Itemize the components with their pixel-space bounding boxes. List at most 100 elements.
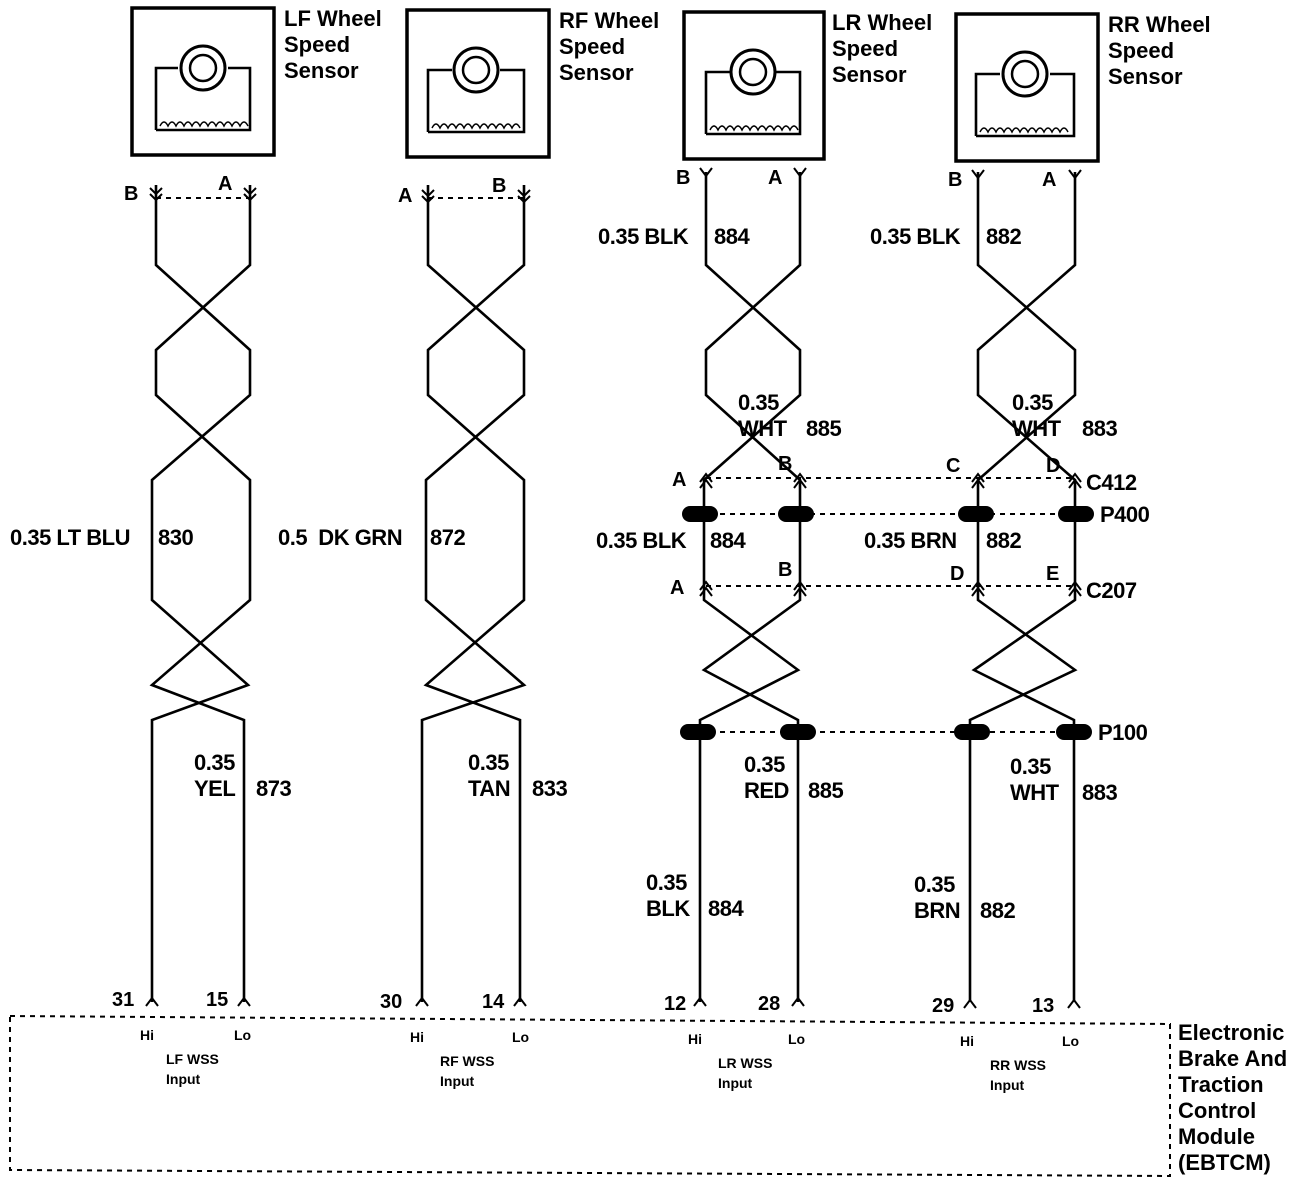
rr-wss-input-label-1: RR WSS [990, 1057, 1046, 1073]
lr-red-color: RED [744, 778, 789, 803]
c207-pin-a: A [670, 577, 684, 599]
rr-sensor-title-3: Sensor [1108, 64, 1183, 89]
rf-lo-circuit: 833 [532, 776, 567, 801]
rf-wire-lo [423, 185, 526, 1002]
lf-hi-pin: 31 [112, 989, 134, 1011]
rr-brn-color: BRN [914, 898, 960, 923]
terminal-chevrons [149, 167, 1082, 204]
lr-red-size: 0.35 [744, 752, 785, 777]
c207-pin-e: E [1046, 563, 1059, 585]
rr-wht-size: 0.35 [1012, 390, 1053, 415]
lr-wht-color: WHT [738, 416, 788, 441]
rf-lo-pin: 14 [482, 991, 505, 1013]
rf-lo-label: Lo [512, 1029, 529, 1045]
rr-sensor-title-1: RR Wheel [1108, 12, 1211, 37]
lr-wht-size: 0.35 [738, 390, 779, 415]
lr-mid-wire-label: 0.35 BLK [596, 528, 687, 553]
lr-sensor-title-3: Sensor [832, 62, 907, 87]
rr-wht2-size: 0.35 [1010, 754, 1051, 779]
ebtcm-name-3: Traction [1178, 1072, 1264, 1097]
c207-pin-d: D [950, 563, 964, 585]
lf-wire-hi [150, 185, 252, 1002]
rf-wire-hi [420, 185, 527, 1002]
rf-main-circuit: 872 [430, 525, 465, 550]
rf-hi-pin: 30 [380, 991, 402, 1013]
c412-pin-a: A [672, 469, 686, 491]
connector-p100: P100 [680, 720, 1148, 745]
lr-sensor-title-2: Speed [832, 36, 898, 61]
lf-lo-label: Lo [234, 1027, 251, 1043]
lr-terminal-b: B [676, 167, 690, 189]
rf-terminal-a: A [398, 185, 412, 207]
lr-wss-input-label-1: LR WSS [718, 1055, 772, 1071]
c207-label: C207 [1086, 578, 1137, 603]
rr-wht2-color: WHT [1010, 780, 1060, 805]
rf-sensor-title-2: Speed [559, 34, 625, 59]
rr-top-wire-label: 0.35 BLK [870, 224, 961, 249]
rf-main-wire-label: 0.5 DK GRN [278, 525, 402, 550]
rr-terminal-b: B [948, 169, 962, 191]
rr-wht2-circuit: 883 [1082, 780, 1117, 805]
c207-pin-b: B [778, 559, 792, 581]
lf-lo-circuit: 873 [256, 776, 291, 801]
lr-sensor-element-icon [704, 48, 802, 136]
lr-sensor-title-1: LR Wheel [832, 10, 932, 35]
lr-mid-circuit: 884 [710, 528, 746, 553]
lf-sensor: LF Wheel Speed Sensor [130, 6, 382, 157]
ebtcm-outline [9, 1014, 1171, 1178]
c412-label: C412 [1086, 470, 1137, 495]
lr-lo-pin: 28 [758, 993, 780, 1015]
rr-mid-circuit: 882 [986, 528, 1021, 553]
rr-sensor-title-2: Speed [1108, 38, 1174, 63]
rr-lo-pin: 13 [1032, 995, 1054, 1017]
c412-pin-c: C [946, 455, 960, 477]
rf-wss-input-label-2: Input [440, 1073, 475, 1089]
ebtcm-name-4: Control [1178, 1098, 1256, 1123]
p100-label: P100 [1098, 720, 1148, 745]
c412-pin-d: D [1046, 455, 1060, 477]
lf-wss-input-label-1: LF WSS [166, 1051, 219, 1067]
lf-lo-color: YEL [194, 776, 235, 801]
lr-hi-label: Hi [688, 1031, 702, 1047]
sensor-terminals: B A A B B A B A [124, 167, 1056, 207]
lr-blk-circuit: 884 [708, 896, 744, 921]
rf-hi-label: Hi [410, 1029, 424, 1045]
rf-sensor-element-icon [426, 46, 526, 134]
lr-wht-circuit: 885 [806, 416, 841, 441]
rr-hi-pin: 29 [932, 995, 954, 1017]
lf-hi-label: Hi [140, 1027, 154, 1043]
p400-label: P400 [1100, 502, 1150, 527]
lf-sensor-title-1: LF Wheel [284, 6, 382, 31]
rr-mid-wire-label: 0.35 BRN [864, 528, 957, 553]
lf-sensor-element-icon [154, 44, 252, 132]
lf-sensor-title-2: Speed [284, 32, 350, 57]
c412-pin-b: B [778, 453, 792, 475]
lf-terminal-a: A [218, 173, 232, 195]
rf-sensor-title-3: Sensor [559, 60, 634, 85]
connector-c207: A B D E C207 [670, 559, 1137, 603]
lr-blk-size: 0.35 [646, 870, 687, 895]
rf-lo-size: 0.35 [468, 750, 509, 775]
rr-brn-circuit: 882 [980, 898, 1015, 923]
lf-main-circuit: 830 [158, 525, 193, 550]
rr-hi-label: Hi [960, 1033, 974, 1049]
lr-wss-input-label-2: Input [718, 1075, 753, 1091]
lf-main-wire-label: 0.35 LT BLU [10, 525, 130, 550]
rr-wht-circuit: 883 [1082, 416, 1117, 441]
rr-sensor-element-icon [974, 50, 1076, 138]
rr-wht-color: WHT [1012, 416, 1062, 441]
rr-wss-input-label-2: Input [990, 1077, 1025, 1093]
lf-sensor-title-3: Sensor [284, 58, 359, 83]
lr-blk-color: BLK [646, 896, 690, 921]
ebtcm-name-6: (EBTCM) [1178, 1150, 1271, 1175]
lf-wss-input-label-2: Input [166, 1071, 201, 1087]
lf-lo-pin: 15 [206, 989, 228, 1011]
lf-wires [149, 185, 252, 1002]
connector-c412: A B C D C412 [672, 453, 1137, 495]
rf-sensor-title-1: RF Wheel [559, 8, 659, 33]
lr-top-wire-label: 0.35 BLK [598, 224, 689, 249]
lf-wire-lo [149, 185, 252, 1002]
rf-terminal-b: B [492, 175, 506, 197]
lr-hi-pin: 12 [664, 993, 686, 1015]
